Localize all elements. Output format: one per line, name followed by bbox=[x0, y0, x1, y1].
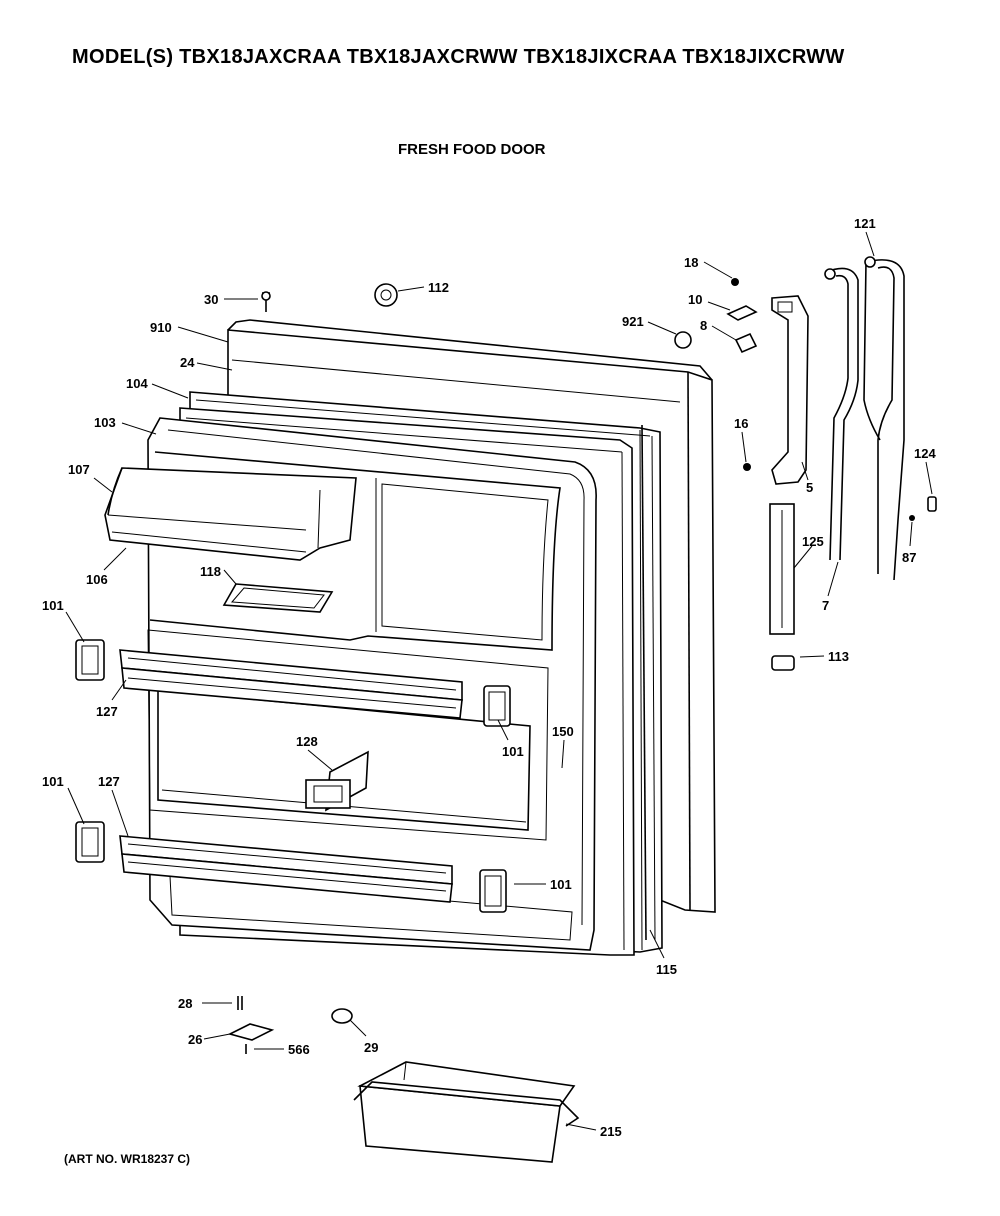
part-label: 121 bbox=[854, 216, 876, 231]
part-label: 101 bbox=[42, 598, 64, 613]
part-label: 115 bbox=[656, 962, 677, 977]
part-label: 215 bbox=[600, 1124, 622, 1139]
part-label: 107 bbox=[68, 462, 90, 477]
part-label: 118 bbox=[200, 564, 221, 579]
part-label: 106 bbox=[86, 572, 108, 587]
part-label: 24 bbox=[180, 355, 195, 370]
door-bin bbox=[353, 1061, 580, 1163]
shelf-rail-upper bbox=[119, 649, 463, 719]
part-label: 16 bbox=[734, 416, 748, 431]
part-label: 29 bbox=[364, 1040, 378, 1055]
part-label: 87 bbox=[902, 550, 916, 565]
model-title: MODEL(S) TBX18JAXCRAA TBX18JAXCRWW TBX18… bbox=[72, 46, 845, 68]
part-label: 128 bbox=[296, 734, 318, 749]
shelf-rail-lower bbox=[119, 835, 453, 903]
door-handle-outer bbox=[863, 256, 905, 581]
part-label: 127 bbox=[96, 704, 118, 719]
part-label: 150 bbox=[552, 724, 574, 739]
part-label: 101 bbox=[502, 744, 524, 759]
diagram-subtitle: FRESH FOOD DOOR bbox=[398, 141, 546, 158]
part-label: 8 bbox=[700, 318, 707, 333]
shelf-end-cap bbox=[75, 639, 511, 913]
part-label: 112 bbox=[428, 280, 449, 295]
part-label: 124 bbox=[914, 446, 936, 461]
dairy-compartment-door bbox=[104, 467, 357, 561]
tray bbox=[222, 583, 334, 613]
bracket bbox=[305, 750, 369, 812]
part-label: 28 bbox=[178, 996, 192, 1011]
part-label: 910 bbox=[150, 320, 172, 335]
bottom-small-parts bbox=[227, 996, 353, 1054]
part-label: 5 bbox=[806, 480, 813, 495]
part-labels: 30 112 910 24 104 103 107 106 118 101 12… bbox=[42, 216, 936, 1139]
part-label: 10 bbox=[688, 292, 702, 307]
leader-lines bbox=[65, 231, 933, 1131]
seal-strip bbox=[641, 424, 647, 941]
part-label: 26 bbox=[188, 1032, 202, 1047]
part-label: 125 bbox=[802, 534, 824, 549]
part-label: 103 bbox=[94, 415, 116, 430]
hinge-small-parts bbox=[261, 278, 937, 671]
door-handle-inner bbox=[824, 267, 859, 561]
part-label: 104 bbox=[126, 376, 148, 391]
part-label: 18 bbox=[684, 255, 698, 270]
part-label: 7 bbox=[822, 598, 829, 613]
part-label: 921 bbox=[622, 314, 644, 329]
part-label: 113 bbox=[828, 649, 849, 664]
hinge-plate bbox=[769, 503, 795, 635]
art-number: (ART NO. WR18237 C) bbox=[64, 1152, 191, 1166]
part-label: 566 bbox=[288, 1042, 310, 1057]
part-label: 127 bbox=[98, 774, 120, 789]
part-label: 30 bbox=[204, 292, 218, 307]
hinge-bracket bbox=[771, 295, 809, 485]
part-label: 101 bbox=[550, 877, 572, 892]
part-label: 101 bbox=[42, 774, 64, 789]
